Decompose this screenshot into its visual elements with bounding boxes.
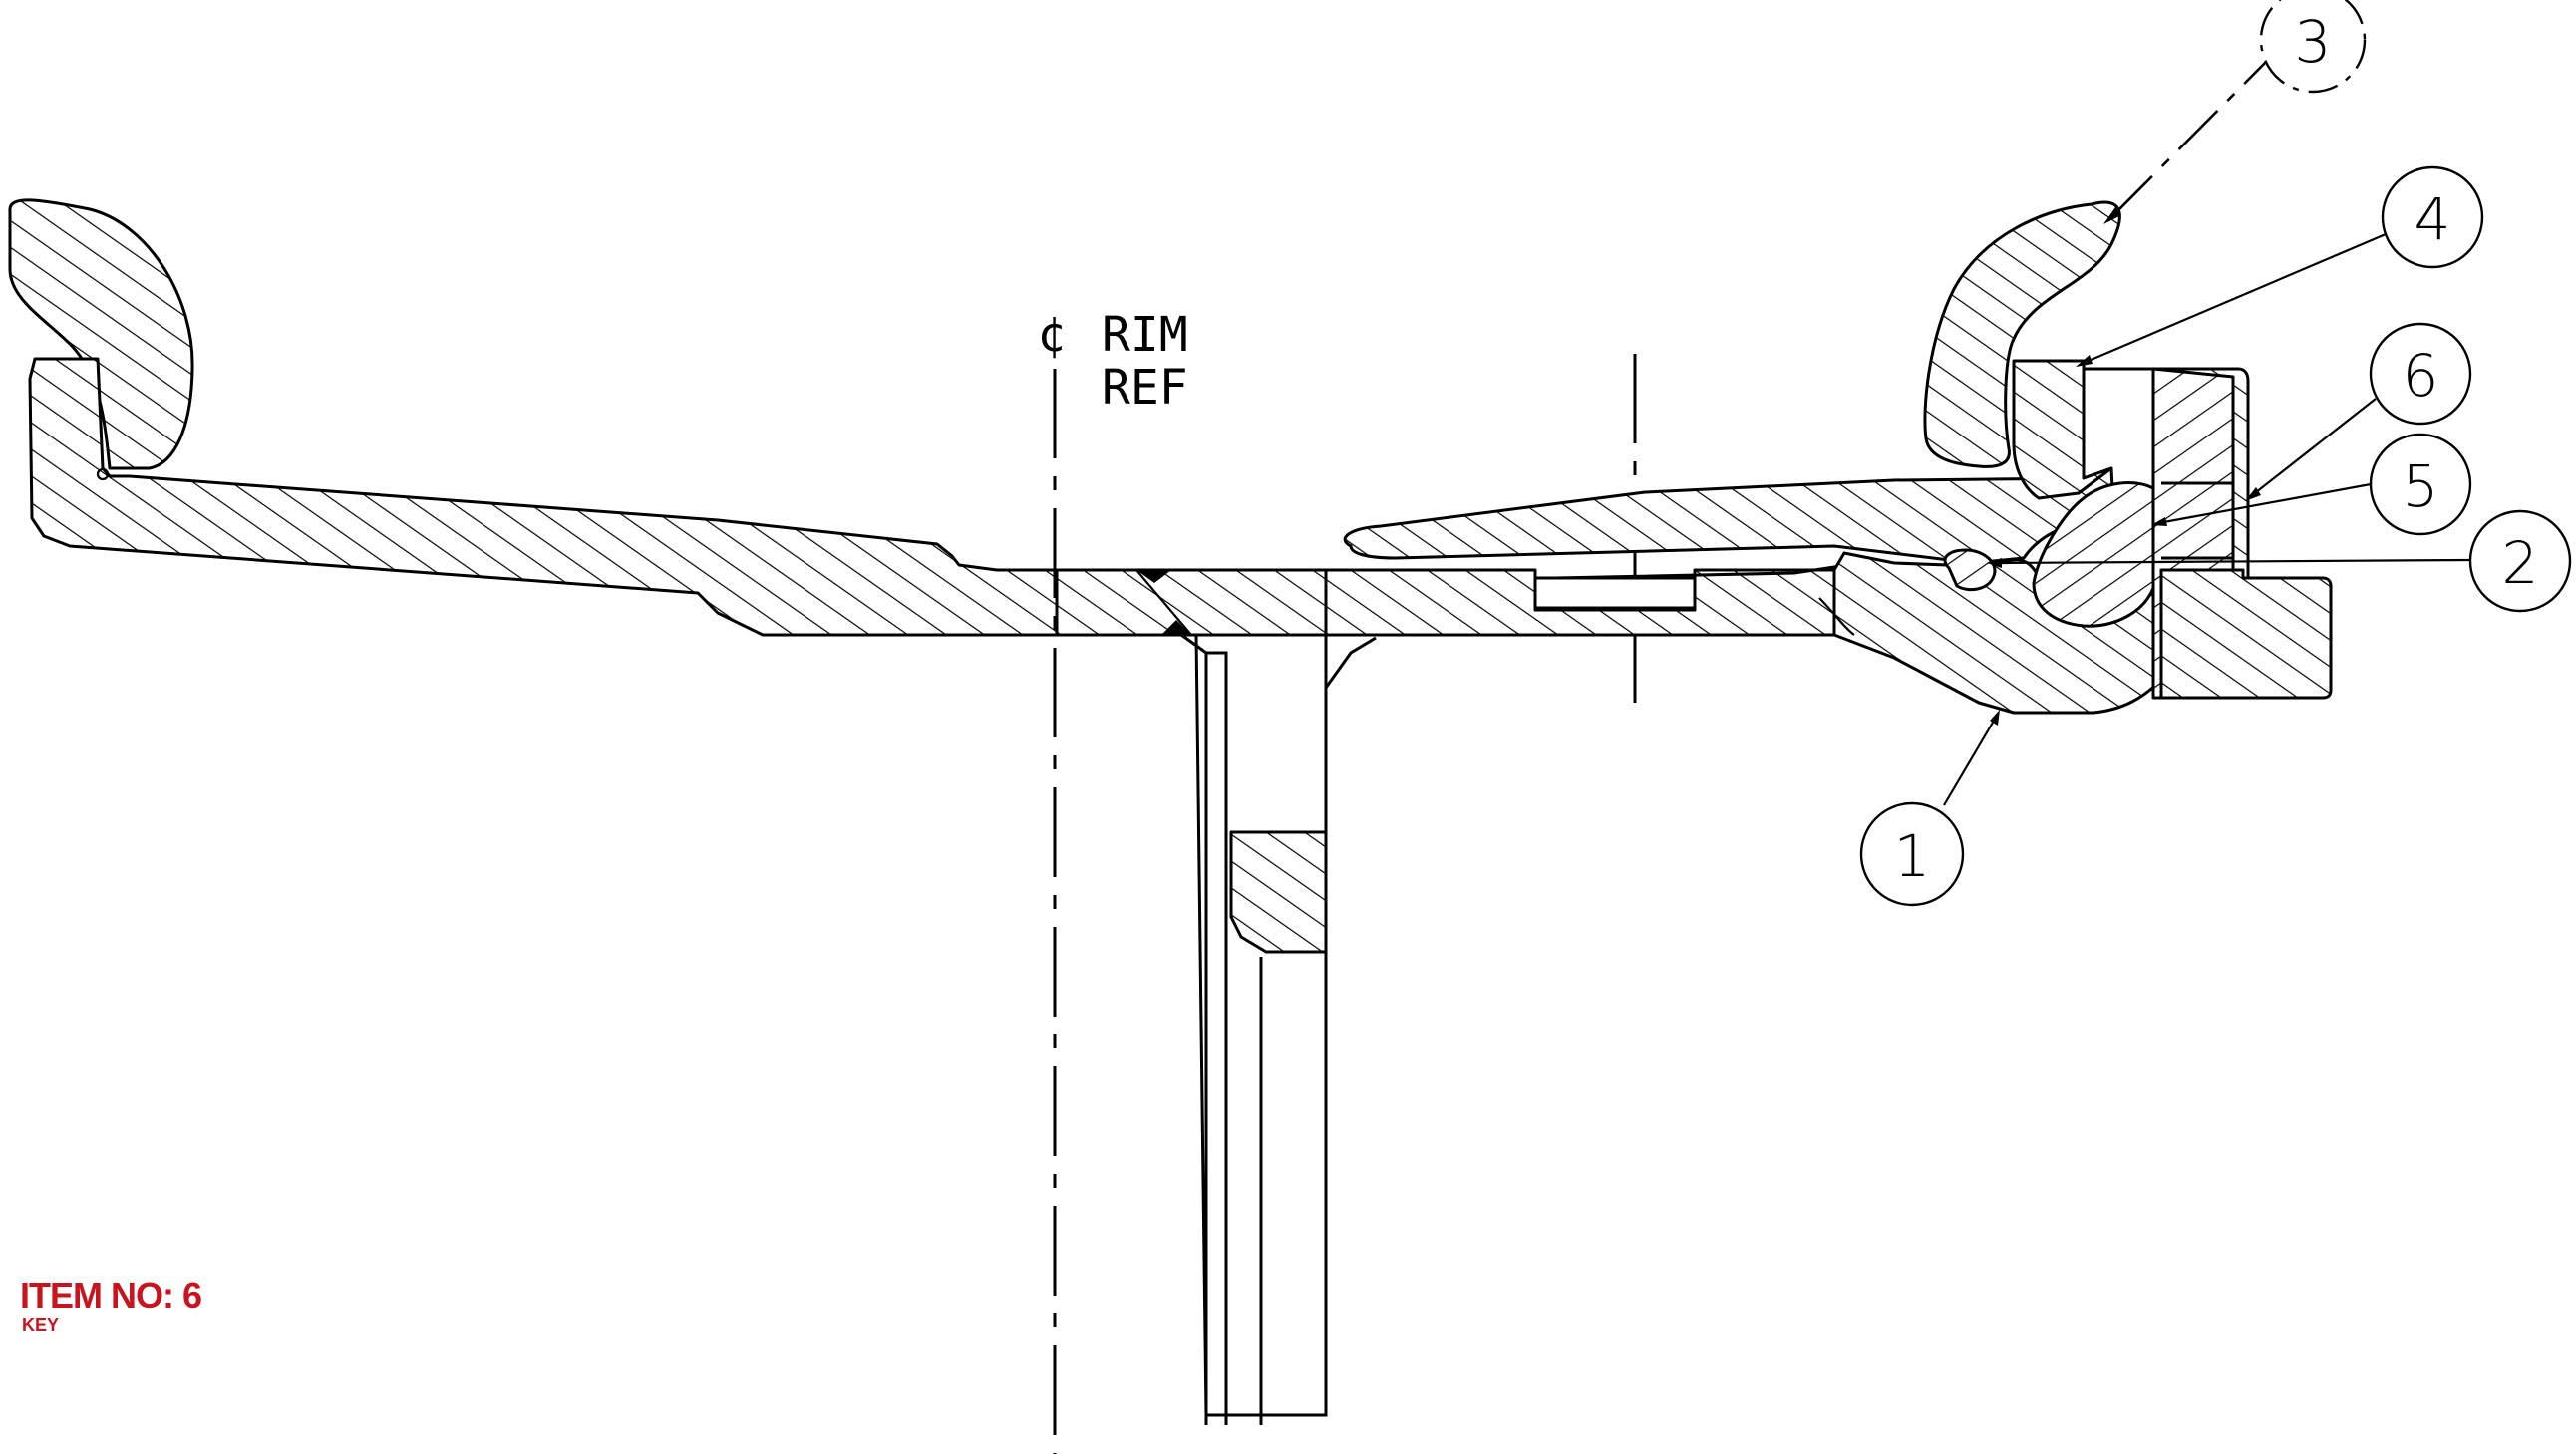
item-description-label: KEY: [22, 1315, 60, 1335]
disc-hatched-boss: [1229, 830, 1328, 954]
bead-seat-band: [1343, 466, 2115, 565]
disc-chamfer: [1180, 633, 1228, 658]
leader-2-arrow: [1987, 558, 2002, 568]
leader-3-arrow: [2103, 207, 2121, 224]
side-ring-lug: [2159, 568, 2333, 700]
callout-number: 6: [2403, 342, 2439, 410]
centerline-label-ref: REF: [1102, 360, 1188, 416]
callout-balloon-1: 1: [1859, 801, 1965, 907]
left-flange-ring: [8, 198, 194, 470]
left-bead-seat: [28, 357, 1059, 637]
flange-root-hole: [96, 467, 110, 481]
gutter-slot-line: [1554, 562, 1855, 580]
callout-balloon-2: 2: [2468, 509, 2572, 613]
o-ring-seal: [1943, 548, 1997, 592]
weld-seam: [1135, 569, 1192, 636]
leader-6-arrow: [2245, 487, 2261, 501]
callout-balloon-3: 3: [2259, 0, 2367, 94]
side-ring-flange: [1923, 200, 2121, 468]
weld-mark-top: [1136, 570, 1171, 583]
item-number-label: ITEM NO: 6: [20, 1275, 202, 1315]
leader-4: [2081, 232, 2387, 366]
callout-number: 3: [2295, 8, 2332, 76]
leader-5-arrow: [2151, 517, 2167, 526]
callout-number: 2: [2502, 529, 2539, 597]
callout-balloon-6: 6: [2369, 322, 2472, 426]
leader-3: [2110, 44, 2284, 218]
weld-mark-bottom: [1161, 620, 1191, 635]
leader-4-arrow: [2076, 355, 2093, 367]
callout-balloon-4: 4: [2381, 165, 2484, 269]
leader-5: [2157, 482, 2372, 525]
gutter-slot: [1533, 576, 1697, 610]
callout-balloon-5: 5: [2369, 433, 2472, 536]
callout-number: 1: [1894, 822, 1931, 890]
leader-1-arrow: [1990, 710, 2000, 726]
rim-base-center: [1055, 568, 1328, 637]
callout-number: 4: [2415, 185, 2451, 253]
gutter-weld-fill: [1818, 597, 1855, 636]
callout-number: 5: [2403, 452, 2439, 520]
disc-fillet: [1324, 636, 1377, 689]
centerline-symbol: ¢: [1037, 307, 1066, 363]
leader-6: [2250, 398, 2377, 497]
centerline-label-rim: RIM: [1102, 307, 1188, 363]
leader-2: [1993, 558, 2471, 565]
bead-seat-ring: [2012, 359, 2113, 500]
leader-1: [1943, 715, 1998, 806]
